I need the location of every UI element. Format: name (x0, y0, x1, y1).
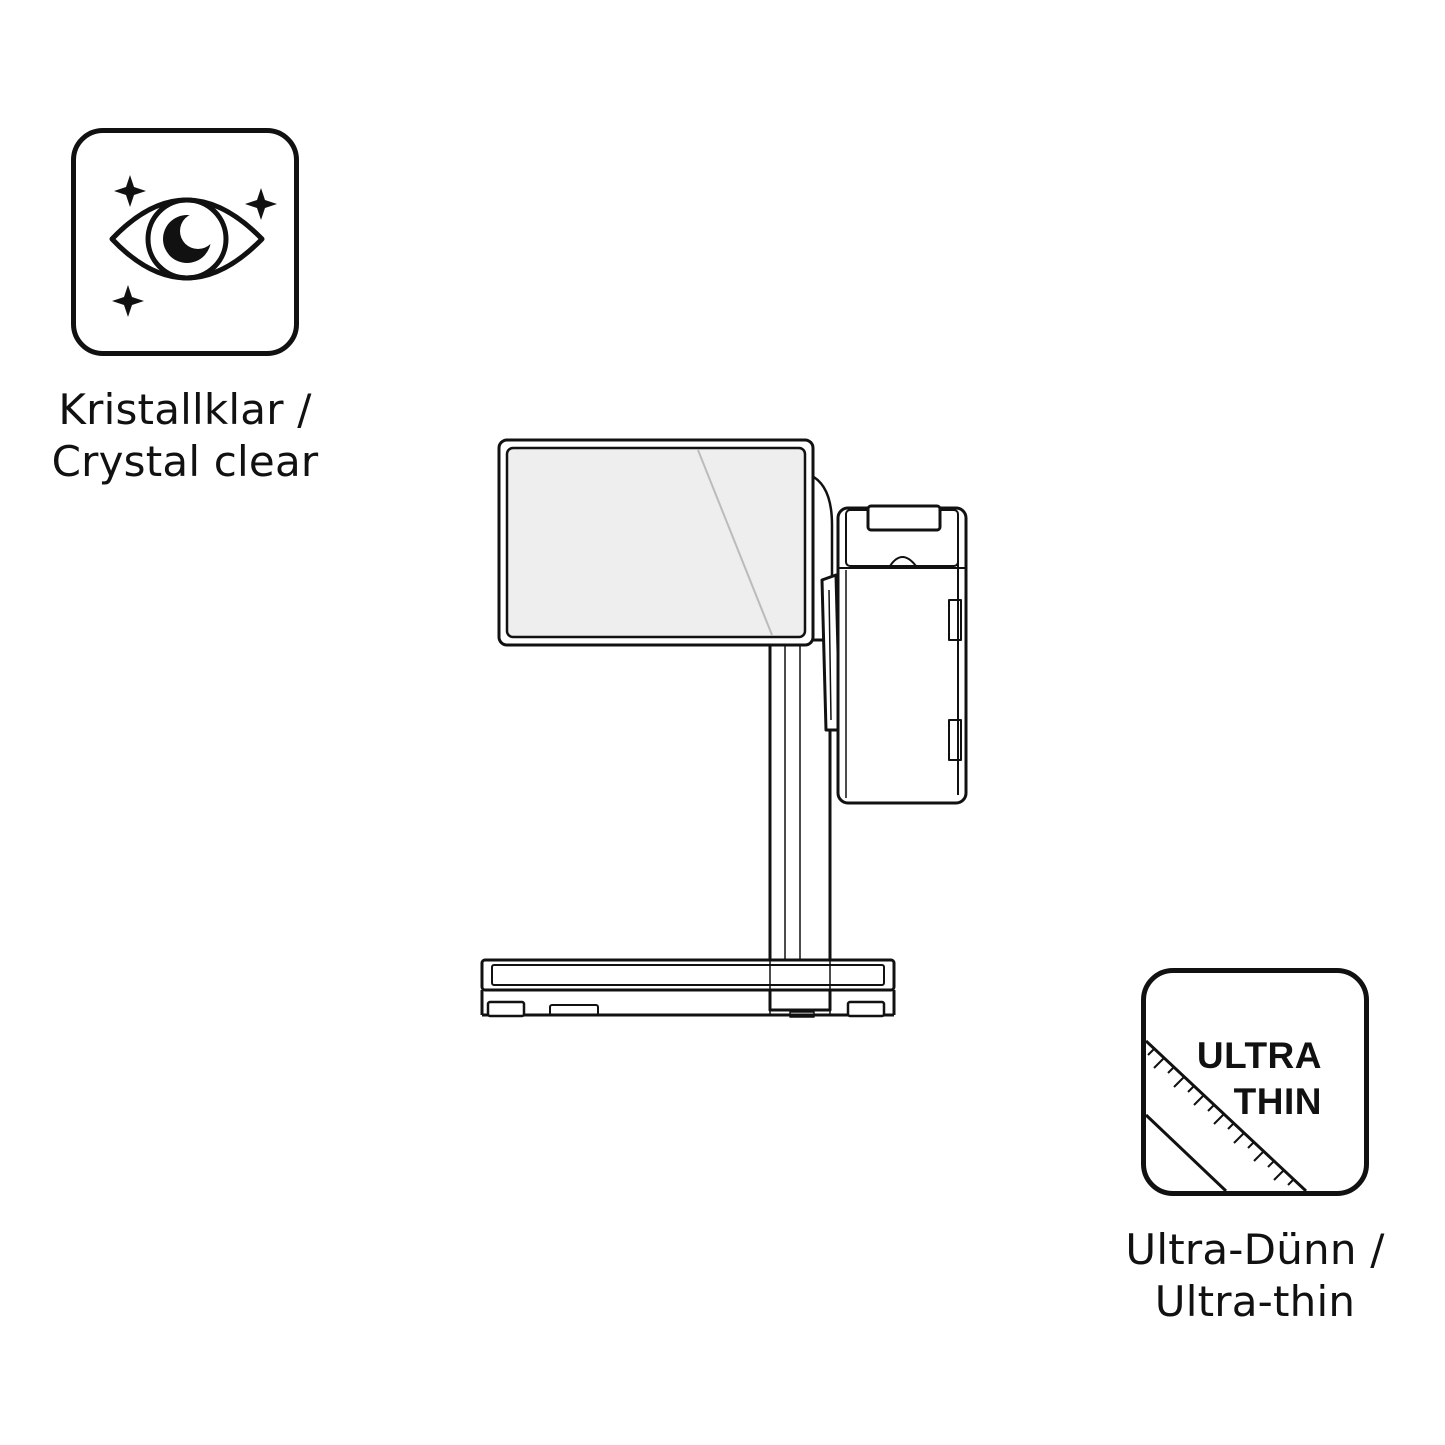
ultra-thin-icon-text-line1: ULTRA (1196, 1035, 1322, 1076)
crystal-clear-label-line1: Kristallklar / (58, 385, 312, 434)
ultra-thin-label-line1: Ultra-Dünn / (1125, 1225, 1385, 1274)
pos-terminal-drawing (480, 438, 968, 1018)
feature-ultra-thin: ULTRA THIN Ultra-Dünn / Ultra-thin (1110, 968, 1400, 1328)
feature-crystal-clear: Kristallklar / Crystal clear (40, 128, 330, 488)
ultra-thin-icon-text-line2: THIN (1233, 1081, 1322, 1122)
crystal-clear-label: Kristallklar / Crystal clear (52, 384, 319, 488)
ultra-thin-icon-text: ULTRA THIN (1194, 1033, 1322, 1125)
ultra-thin-label: Ultra-Dünn / Ultra-thin (1125, 1224, 1384, 1328)
sparkle-eye-icon (109, 175, 277, 317)
display-screen (505, 446, 807, 639)
crystal-clear-badge (71, 128, 299, 356)
crystal-clear-label-line2: Crystal clear (51, 437, 319, 486)
printer-unit (836, 506, 968, 805)
ultra-thin-label-line2: Ultra-thin (1154, 1277, 1356, 1326)
ruler-film-icon (1146, 1039, 1308, 1191)
ultra-thin-badge: ULTRA THIN (1141, 968, 1369, 1196)
